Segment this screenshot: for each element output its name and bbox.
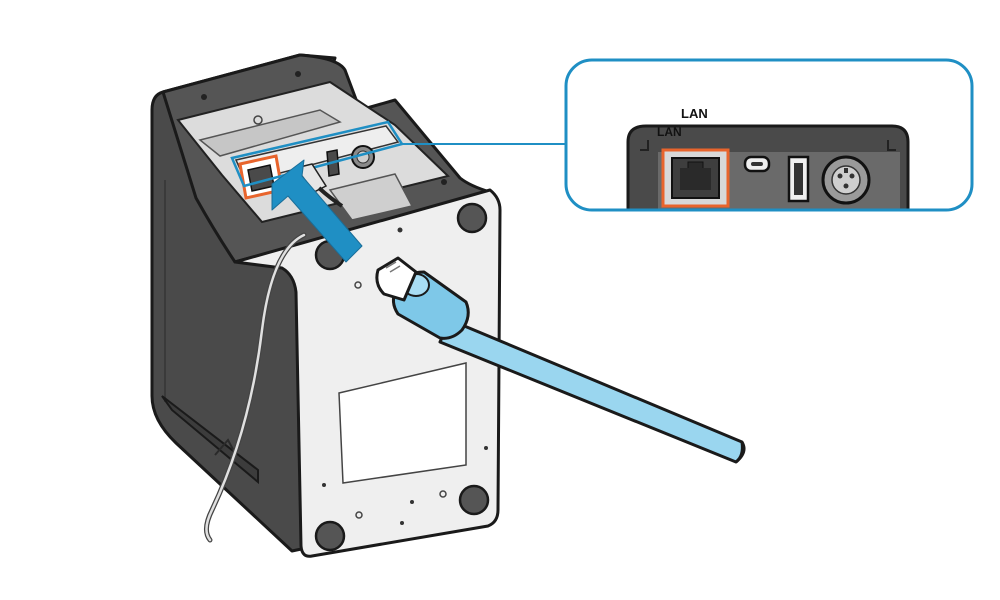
foot-bottom-right: [458, 484, 490, 516]
callout-label-outer: LAN: [681, 106, 708, 121]
foot-bottom-left: [314, 520, 346, 552]
arrow-icon: [271, 159, 363, 263]
printer-label-area: [338, 362, 467, 484]
callout-frame: [564, 58, 974, 212]
rj45-plug: [375, 256, 418, 302]
callout-zoom: LAN LAN: [564, 58, 974, 212]
foot-top-right: [456, 202, 488, 234]
lan-cable: [375, 256, 746, 464]
callout-label-inner: LAN: [657, 125, 682, 139]
